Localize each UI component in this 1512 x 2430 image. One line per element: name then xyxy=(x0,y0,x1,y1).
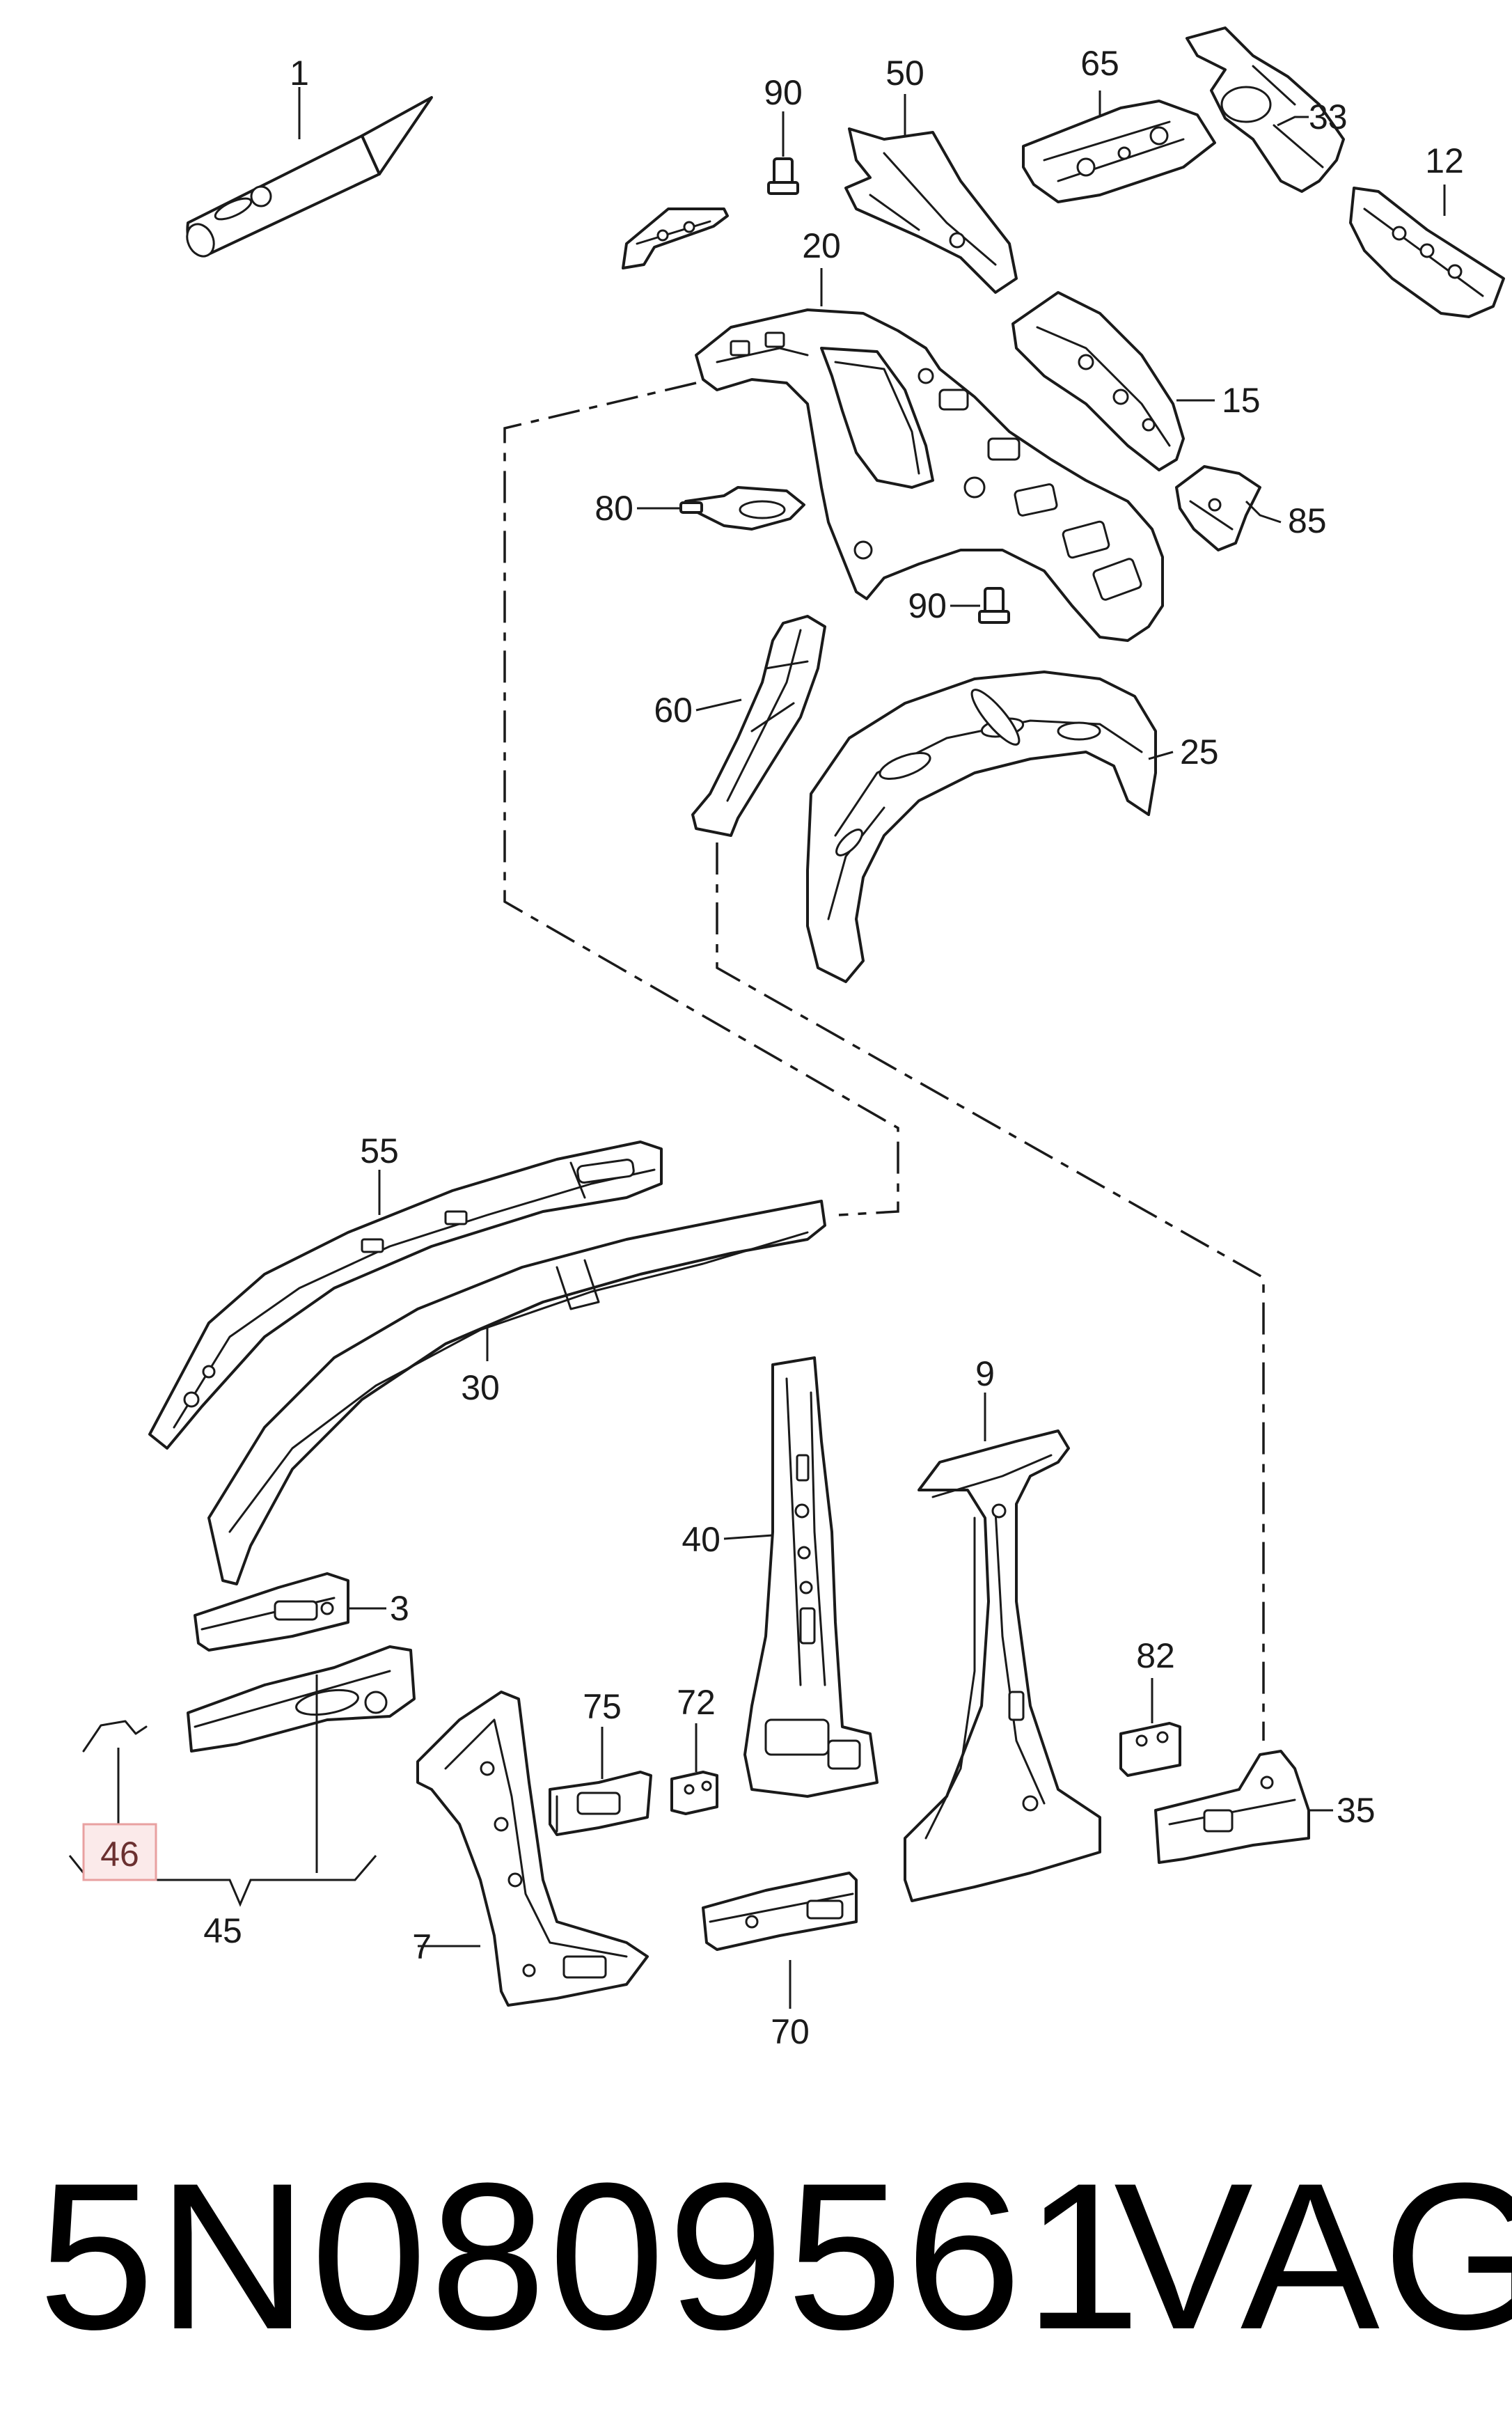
callout-33: 33 xyxy=(1309,97,1348,136)
footer: 5N0809561 VAG xyxy=(0,2131,1512,2381)
assembly-lines xyxy=(503,382,1265,1741)
callout-20: 20 xyxy=(802,226,841,265)
callout-3: 3 xyxy=(390,1589,409,1628)
callout-40: 40 xyxy=(682,1520,720,1559)
brand-label: VAG xyxy=(1114,2139,1512,2373)
part-12 xyxy=(1349,187,1505,318)
callout-35: 35 xyxy=(1337,1791,1376,1830)
callout-labels: 1 90 50 65 33 12 20 15 80 85 90 60 25 55… xyxy=(100,44,1464,2051)
callout-7: 7 xyxy=(412,1927,432,1966)
callout-90-mid: 90 xyxy=(908,586,947,625)
part-25 xyxy=(806,671,1157,983)
part-72 xyxy=(670,1771,718,1815)
callout-30: 30 xyxy=(461,1368,500,1407)
part-75 xyxy=(549,1771,652,1836)
part-65 xyxy=(1022,100,1216,203)
part-70 xyxy=(702,1872,858,1951)
part-90-bolt-top xyxy=(767,157,799,195)
callout-45: 45 xyxy=(203,1911,242,1950)
callout-15: 15 xyxy=(1222,381,1261,420)
callout-55: 55 xyxy=(360,1131,399,1170)
callout-82: 82 xyxy=(1136,1636,1175,1675)
callout-1: 1 xyxy=(290,54,309,93)
callout-46: 46 xyxy=(100,1835,139,1874)
callout-50: 50 xyxy=(885,54,924,93)
part-35 xyxy=(1154,1750,1310,1864)
callout-80: 80 xyxy=(594,489,633,528)
part-9 xyxy=(904,1429,1101,1902)
callout-72: 72 xyxy=(677,1683,716,1722)
callout-70: 70 xyxy=(771,2012,810,2051)
callout-12: 12 xyxy=(1425,141,1464,180)
callout-90-top: 90 xyxy=(764,73,803,112)
callout-75: 75 xyxy=(583,1687,622,1726)
part-46 xyxy=(82,1720,148,1753)
part-1-tube xyxy=(186,96,433,258)
part-90-bolt-mid xyxy=(978,587,1010,624)
part-45 xyxy=(187,1645,416,1753)
part-20 xyxy=(695,308,1164,642)
part-60 xyxy=(691,615,826,837)
callout-85: 85 xyxy=(1288,501,1327,540)
part-7 xyxy=(416,1691,649,2007)
callout-9: 9 xyxy=(975,1354,995,1393)
part-3 xyxy=(194,1572,349,1652)
part-33 xyxy=(1186,26,1345,193)
part-80 xyxy=(679,486,805,531)
part-85 xyxy=(1175,465,1261,551)
part-40 xyxy=(743,1356,879,1798)
part-15 xyxy=(1011,291,1185,471)
part-82 xyxy=(1119,1722,1181,1777)
callout-60: 60 xyxy=(654,691,693,730)
bracket-small-top xyxy=(622,207,729,269)
part-55 xyxy=(148,1140,663,1450)
part-50 xyxy=(844,127,1018,294)
callout-25: 25 xyxy=(1180,732,1219,771)
callout-65: 65 xyxy=(1080,44,1119,83)
part-30 xyxy=(207,1200,826,1585)
highlight-box xyxy=(82,1823,157,1881)
part-number: 5N0809561 xyxy=(38,2139,1144,2373)
